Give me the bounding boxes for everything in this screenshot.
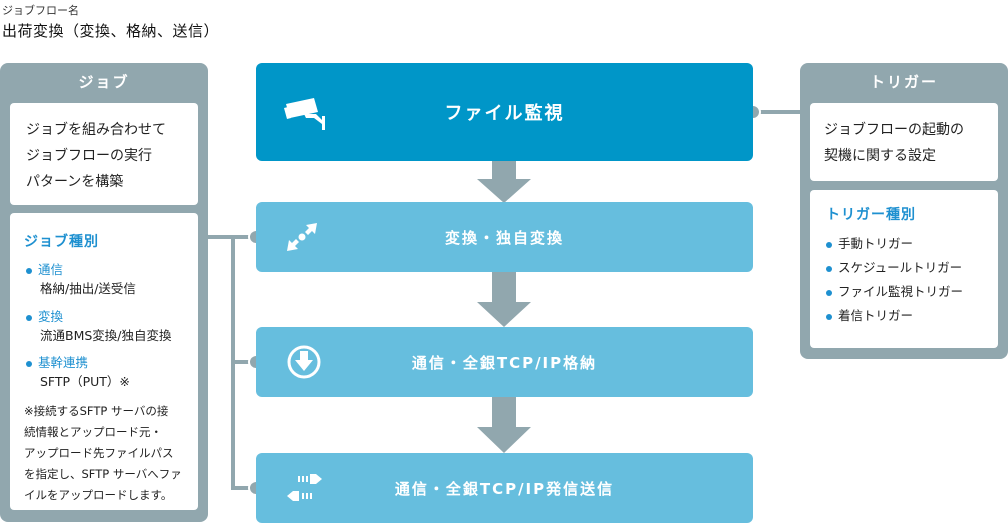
bullet-icon: [826, 289, 832, 296]
job-kind-item: 通信 格納/抽出/送受信: [26, 259, 136, 297]
jobs-panel-title: ジョブ: [78, 73, 130, 91]
trigger-kind-label: ファイル監視トリガー: [838, 284, 964, 299]
note-line: イルをアップロードします。: [24, 488, 173, 502]
bullet-icon: [26, 314, 32, 321]
note-line: アップロード先ファイルパス: [24, 446, 174, 460]
flow-step-send[interactable]: 通信・全銀TCP/IP発信送信: [256, 453, 753, 523]
trigger-kind-label: 手動トリガー: [838, 236, 914, 251]
step-label: 通信・全銀TCP/IP発信送信: [394, 479, 615, 498]
note-line: 続情報とアップロード元・: [24, 425, 162, 439]
expand-arrows-icon: [287, 223, 317, 251]
trigger-kind-label: スケジュールトリガー: [838, 260, 963, 275]
security-camera-icon: [284, 98, 325, 130]
trigger-panel-title: トリガー: [869, 73, 938, 91]
flow-arrow-down: [477, 161, 531, 207]
job-kind-item: 基幹連携 SFTP（PUT）※: [26, 352, 130, 390]
step-label: 変換・独自変換: [444, 228, 564, 247]
step-label: 通信・全銀TCP/IP格納: [411, 353, 598, 372]
trigger-kinds-list: 手動トリガー スケジュールトリガー ファイル監視トリガー 着信トリガー: [826, 232, 963, 328]
job-kind-item: 変換 流通BMS変換/独自変換: [26, 306, 172, 344]
flow-arrow-down: [477, 397, 531, 457]
download-circle-icon: [287, 345, 321, 379]
flow-step-store[interactable]: 通信・全銀TCP/IP格納: [256, 327, 753, 397]
jobs-description-card: ジョブを組み合わせて ジョブフローの実行 パターンを構築: [10, 103, 198, 205]
trigger-kind-item: ファイル監視トリガー: [826, 280, 963, 304]
job-kind-name: 基幹連携: [38, 355, 89, 370]
trigger-kind-label: 着信トリガー: [838, 308, 914, 323]
job-flow-name: 出荷変換（変換、格納、送信）: [2, 22, 220, 40]
trigger-kind-item: スケジュールトリガー: [826, 256, 963, 280]
flow-step-file-watch[interactable]: ファイル監視: [256, 63, 753, 161]
flow-step-convert[interactable]: 変換・独自変換: [256, 202, 753, 272]
job-flow-name-label: ジョブフロー名: [2, 4, 79, 17]
jobs-description: ジョブを組み合わせて ジョブフローの実行 パターンを構築: [26, 117, 166, 195]
description-line: ジョブフローの実行: [26, 148, 152, 164]
bullet-icon: [826, 313, 832, 320]
trigger-description: ジョブフローの起動の 契機に関する設定: [824, 117, 964, 169]
description-line: ジョブを組み合わせて: [26, 122, 166, 138]
job-kind-detail: SFTP（PUT）※: [40, 374, 130, 389]
trigger-kinds-title: トリガー種別: [826, 207, 916, 223]
trigger-kind-item: 手動トリガー: [826, 232, 963, 256]
description-line: ジョブフローの起動の: [824, 122, 964, 138]
note-line: を指定し、SFTP サーバへファ: [24, 467, 182, 481]
job-kinds-card: ジョブ種別 通信 格納/抽出/送受信 変換 流通BMS変換/独自変換 基幹連携 …: [10, 213, 198, 510]
description-line: 契機に関する設定: [824, 148, 936, 164]
job-kind-detail: 流通BMS変換/独自変換: [40, 328, 172, 343]
job-kind-name: 変換: [38, 309, 64, 324]
bullet-icon: [26, 267, 32, 274]
flow-arrow-down: [477, 272, 531, 331]
trigger-kinds-card: トリガー種別 手動トリガー スケジュールトリガー ファイル監視トリガー 着信トリ…: [810, 190, 998, 348]
transfer-arrows-icon: [287, 474, 322, 501]
job-kind-name: 通信: [38, 262, 64, 277]
trigger-kind-item: 着信トリガー: [826, 304, 963, 328]
description-line: パターンを構築: [26, 174, 124, 190]
job-kinds-title: ジョブ種別: [24, 234, 99, 250]
bullet-icon: [26, 360, 32, 367]
job-note: ※接続するSFTP サーバの接 続情報とアップロード元・ アップロード先ファイル…: [24, 401, 182, 506]
bullet-icon: [826, 241, 832, 248]
trigger-description-card: ジョブフローの起動の 契機に関する設定: [810, 103, 998, 181]
bullet-icon: [826, 265, 832, 272]
job-kind-detail: 格納/抽出/送受信: [40, 281, 136, 296]
note-line: ※接続するSFTP サーバの接: [24, 404, 169, 418]
step-label: ファイル監視: [444, 103, 565, 124]
